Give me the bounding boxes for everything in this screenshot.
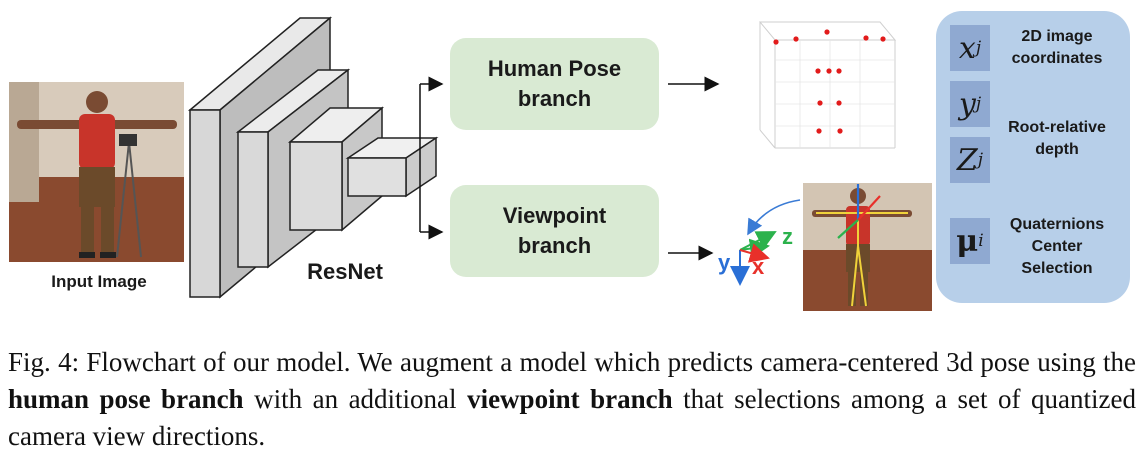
diagram-graphics	[187, 16, 932, 311]
caption-middle: with an additional	[243, 384, 468, 414]
axis-label-z: z	[782, 224, 793, 249]
axis-label-x: x	[752, 254, 765, 279]
caption-suffix: that selections among a set of quantized…	[8, 384, 1136, 451]
viewpoint-photo	[803, 183, 932, 311]
human-pose-branch-label: Human Pose branch	[487, 56, 622, 111]
viewpoint-axes-glyph	[730, 199, 801, 286]
caption-bold-pose: human pose branch	[8, 384, 244, 414]
depth-label: Root-relative depth	[1008, 119, 1106, 158]
input-image-label: Input Image	[51, 272, 147, 291]
input-image	[9, 82, 184, 262]
human-pose-branch: Human Pose branch	[450, 38, 659, 130]
quaternions-label: Quaternions Center Selection	[1009, 216, 1105, 277]
coords-label: 2D image coordinates	[1011, 28, 1103, 67]
viewpoint-branch-label: Viewpoint branch	[502, 203, 607, 258]
input-photo-drawing	[9, 82, 184, 262]
resnet-block-4	[345, 136, 439, 198]
pose-3d-plot	[758, 21, 897, 149]
caption-prefix: Fig. 4: Flowchart of our model. We augme…	[8, 347, 1136, 377]
figure: Input Image	[9, 11, 1130, 311]
figure-caption: Fig. 4: Flowchart of our model. We augme…	[8, 344, 1136, 455]
viewpoint-branch: Viewpoint branch	[450, 185, 659, 277]
resnet-label: ResNet	[307, 259, 383, 284]
axis-label-y: y	[718, 250, 731, 275]
caption-bold-viewpoint: viewpoint branch	[467, 384, 673, 414]
split-arrows	[419, 76, 444, 240]
